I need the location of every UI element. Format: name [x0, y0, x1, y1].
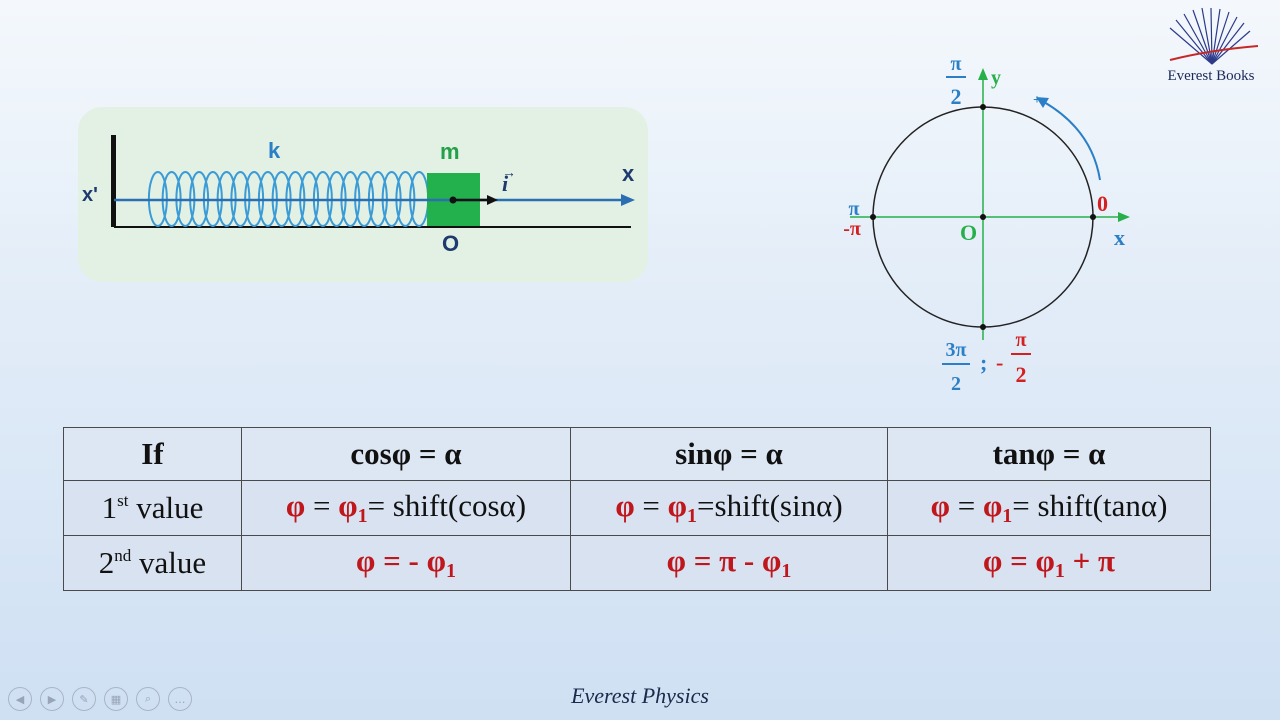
bottom-angle-den: 2 [951, 373, 961, 395]
prev-icon[interactable]: ◀ [8, 687, 32, 711]
point-top [980, 104, 986, 110]
book-fan-icon [1169, 7, 1259, 65]
left-angle-top: π [849, 198, 860, 220]
header-sin: sinφ = α [570, 427, 888, 481]
bottom-separator: ; [980, 350, 987, 375]
rotation-arrowhead [1036, 97, 1049, 108]
cell-first-tan: φ = φ1= shift(tanα) [887, 480, 1211, 536]
trig-circle-diagram: π 2 y + 0 x π -π O 3π 2 ; - π 2 [830, 40, 1150, 400]
bottom-neg-den: 2 [1016, 362, 1027, 387]
zoom-icon[interactable]: ⌕ [136, 687, 160, 711]
slides-icon[interactable]: ▦ [104, 687, 128, 711]
pen-icon[interactable]: ✎ [72, 687, 96, 711]
cell-second-sin: φ = π - φ1 [570, 535, 888, 591]
spring-label: k [268, 138, 281, 163]
point-left [870, 214, 876, 220]
spring-mass-diagram: k m x O x' i → [78, 107, 648, 282]
unit-vector-label: i [502, 171, 509, 196]
more-icon[interactable]: … [168, 687, 192, 711]
header-tan: tanφ = α [887, 427, 1211, 481]
plus-label: + [1033, 93, 1041, 108]
bottom-angle-num: 3π [946, 339, 967, 361]
bottom-neg-sign: - [996, 350, 1003, 375]
row-label-second: 2nd value [63, 535, 242, 591]
circle-x-arrowhead [1118, 212, 1130, 222]
bottom-neg-num: π [1016, 329, 1027, 351]
rotation-arc [1043, 101, 1101, 181]
right-angle-label: 0 [1097, 191, 1108, 216]
x-axis-arrowhead [621, 194, 635, 206]
logo-text: Everest Books [1167, 68, 1255, 84]
everest-books-logo: Everest Books [1150, 6, 1272, 92]
header-cos: cosφ = α [241, 427, 571, 481]
diagram-panel-bg [78, 107, 648, 282]
unit-vector-arrow-mark: → [502, 166, 516, 181]
x-axis-label: x [622, 161, 635, 186]
trig-solutions-table: If cosφ = α sinφ = α tanφ = α 1st value … [63, 427, 1211, 591]
origin-dot [449, 196, 457, 204]
cell-first-cos: φ = φ1= shift(cosα) [241, 480, 571, 536]
table-header-row: If cosφ = α sinφ = α tanφ = α [63, 427, 1211, 481]
cell-first-sin: φ = φ1=shift(sinα) [570, 480, 888, 536]
origin-label: O [442, 231, 459, 256]
wall [111, 135, 116, 227]
cell-second-tan: φ = φ1 + π [887, 535, 1211, 591]
top-angle-den: 2 [951, 84, 962, 109]
circle-origin-label: O [960, 220, 977, 245]
header-if: If [63, 427, 242, 481]
circle-y-label: y [991, 67, 1001, 89]
slideshow-nav: ◀ ▶ ✎ ▦ ⌕ … [8, 687, 192, 711]
mass-label: m [440, 139, 460, 164]
left-angle-bottom: -π [843, 218, 861, 240]
point-bottom [980, 324, 986, 330]
point-right [1090, 214, 1096, 220]
top-angle-num: π [951, 53, 962, 75]
table-row: 1st value φ = φ1= shift(cosα) φ = φ1=shi… [63, 480, 1211, 536]
table-row: 2nd value φ = - φ1 φ = π - φ1 φ = φ1 + π [63, 535, 1211, 591]
unit-vector-arrowhead [487, 195, 498, 205]
cell-second-cos: φ = - φ1 [241, 535, 571, 591]
point-center [980, 214, 986, 220]
circle-y-arrowhead [978, 68, 988, 80]
footer-text: Everest Physics [571, 683, 709, 708]
row-label-first: 1st value [63, 480, 242, 536]
next-icon[interactable]: ▶ [40, 687, 64, 711]
wall-label: x' [82, 184, 98, 206]
circle-x-label: x [1114, 225, 1125, 250]
